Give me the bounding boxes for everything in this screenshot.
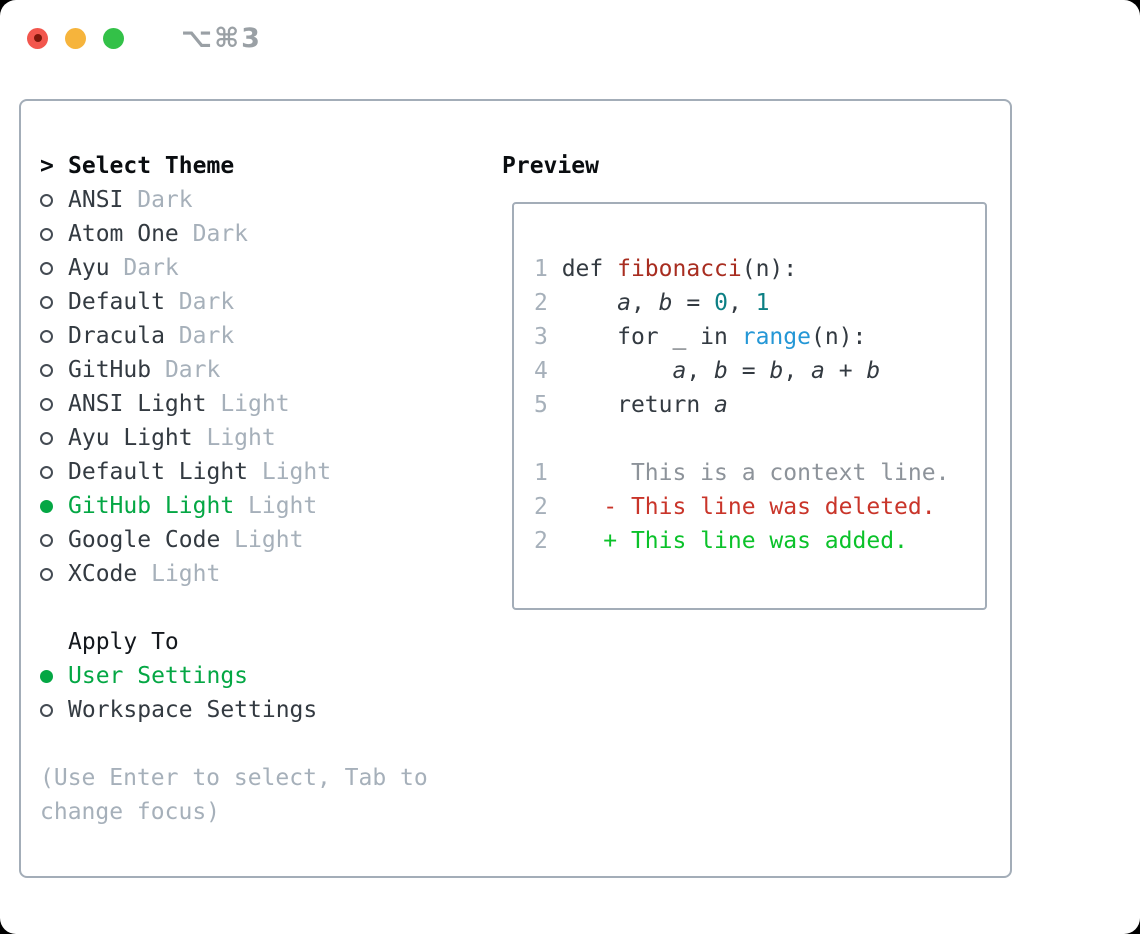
- close-dot-icon: [33, 34, 42, 42]
- theme-name: GitHub: [68, 357, 152, 383]
- theme-option-atom-one-dark[interactable]: Atom One Dark: [40, 217, 428, 251]
- apply-option-workspace-settings[interactable]: Workspace Settings: [40, 693, 428, 727]
- diff-line: 1 This is a context line.: [534, 460, 950, 486]
- zoom-button[interactable]: [103, 27, 124, 49]
- radio-icon: [40, 431, 53, 445]
- theme-option-default-dark[interactable]: Default Dark: [40, 285, 428, 319]
- theme-option-ayu-light-light[interactable]: Ayu Light Light: [40, 421, 428, 455]
- radio-icon: [40, 227, 53, 241]
- theme-name: Dracula: [68, 323, 165, 349]
- radio-icon: [40, 567, 53, 581]
- theme-variant-badge: Light: [192, 425, 276, 451]
- radio-icon: [40, 261, 53, 275]
- theme-option-dracula-dark[interactable]: Dracula Dark: [40, 319, 428, 353]
- window-shortcut-label: ⌥⌘3: [181, 22, 262, 54]
- theme-variant-badge: Dark: [178, 221, 249, 247]
- radio-icon: [40, 295, 53, 309]
- theme-option-github-light-light[interactable]: GitHub Light Light: [40, 489, 428, 523]
- close-button[interactable]: [27, 27, 48, 49]
- prompt-char: >: [40, 153, 54, 179]
- code-line: 1 def fibonacci(n):: [534, 256, 798, 282]
- code-line: 2 a, b = 0, 1: [534, 290, 770, 316]
- radio-selected-icon: [40, 669, 53, 683]
- keyboard-hint: change focus): [40, 799, 221, 825]
- theme-variant-badge: Light: [234, 493, 318, 519]
- theme-option-default-light-light[interactable]: Default Light Light: [40, 455, 428, 489]
- spacer-row: [40, 727, 428, 761]
- select-theme-title: Select Theme: [68, 153, 235, 179]
- titlebar: ⌥⌘3: [0, 0, 1140, 76]
- radio-icon: [40, 329, 53, 343]
- apply-option-label: Workspace Settings: [68, 697, 318, 723]
- theme-variant-badge: Light: [206, 391, 290, 417]
- theme-variant-badge: Dark: [151, 357, 221, 383]
- theme-name: Default Light: [68, 459, 249, 485]
- theme-variant-badge: Light: [248, 459, 332, 485]
- code-line: 4 a, b = b, a + b: [534, 358, 881, 384]
- theme-option-ansi-dark[interactable]: ANSI Dark: [40, 183, 428, 217]
- theme-name: XCode: [68, 561, 138, 587]
- theme-name: Atom One: [68, 221, 179, 247]
- theme-name: Google Code: [68, 527, 221, 553]
- minimize-button[interactable]: [65, 27, 86, 49]
- radio-selected-icon: [40, 499, 53, 513]
- theme-option-ansi-light-light[interactable]: ANSI Light Light: [40, 387, 428, 421]
- radio-icon: [40, 363, 53, 377]
- theme-name: Default: [68, 289, 165, 315]
- theme-option-github-dark[interactable]: GitHub Dark: [40, 353, 428, 387]
- apply-option-user-settings[interactable]: User Settings: [40, 659, 428, 693]
- blank-line: [534, 422, 985, 456]
- spacer-row: [40, 591, 428, 625]
- theme-name: Ayu Light: [68, 425, 193, 451]
- theme-variant-badge: Light: [137, 561, 221, 587]
- theme-name: ANSI Light: [68, 391, 207, 417]
- preview-title: Preview: [502, 153, 599, 179]
- theme-name: Ayu: [68, 255, 110, 281]
- radio-icon: [40, 533, 53, 547]
- theme-option-xcode-light[interactable]: XCode Light: [40, 557, 428, 591]
- theme-option-google-code-light[interactable]: Google Code Light: [40, 523, 428, 557]
- theme-variant-badge: Dark: [109, 255, 179, 281]
- apply-to-header: Apply To: [40, 625, 428, 659]
- diff-line: 2 + This line was added.: [534, 528, 908, 554]
- radio-icon: [40, 465, 53, 479]
- preview-pane: 1 def fibonacci(n): 2 a, b = 0, 1 3 for _ …: [512, 202, 987, 610]
- code-line: 3 for _ in range(n):: [534, 324, 867, 350]
- apply-to-title: Apply To: [68, 629, 179, 655]
- apply-option-label: User Settings: [68, 663, 249, 689]
- theme-variant-badge: Dark: [164, 323, 235, 349]
- theme-name: GitHub Light: [68, 493, 235, 519]
- radio-icon: [40, 397, 53, 411]
- theme-variant-badge: Dark: [164, 289, 235, 315]
- theme-option-ayu-dark[interactable]: Ayu Dark: [40, 251, 428, 285]
- select-theme-header: > Select Theme: [40, 149, 428, 183]
- diff-line: 2 - This line was deleted.: [534, 494, 936, 520]
- theme-variant-badge: Light: [220, 527, 304, 553]
- radio-icon: [40, 193, 53, 207]
- keyboard-hint: (Use Enter to select, Tab to: [40, 765, 428, 791]
- code-line: 5 return a: [534, 392, 728, 418]
- theme-variant-badge: Dark: [123, 187, 193, 213]
- theme-name: ANSI: [68, 187, 124, 213]
- radio-icon: [40, 703, 53, 717]
- prompt-icon: >: [40, 153, 68, 179]
